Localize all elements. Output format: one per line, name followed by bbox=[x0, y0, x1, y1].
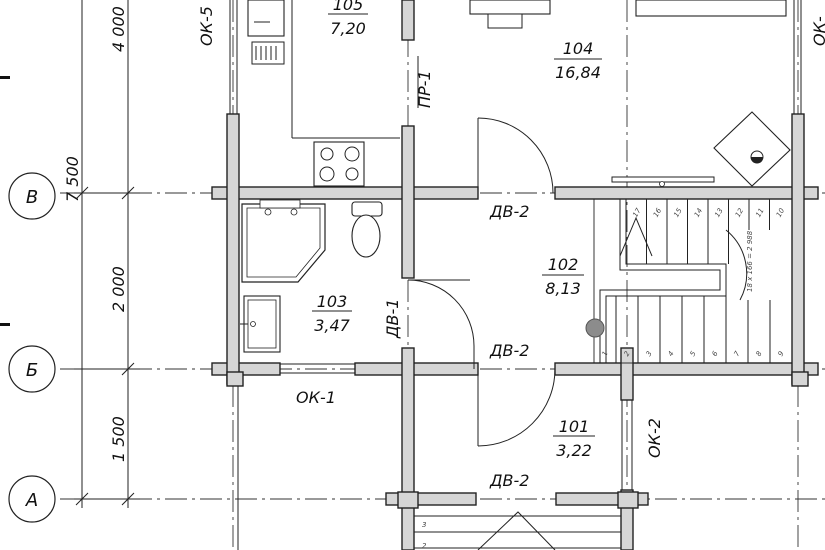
stair-step-number: 12 bbox=[734, 206, 746, 218]
stove-fireplace bbox=[713, 111, 791, 187]
stair-step-number: 10 bbox=[775, 206, 787, 218]
stair-step-number: 9 bbox=[777, 349, 786, 357]
axis-b-label: Б bbox=[26, 360, 38, 381]
stair-step-number: 13 bbox=[713, 207, 724, 219]
axis-bubble-v: В bbox=[8, 172, 56, 220]
stair-step-number: 17 bbox=[631, 206, 643, 218]
room-number: 102 bbox=[548, 255, 579, 274]
room-area: 16,84 bbox=[555, 63, 601, 82]
axis-a-label: А bbox=[25, 490, 38, 511]
dimension-lines bbox=[0, 0, 140, 508]
toilet bbox=[351, 201, 383, 258]
label-ok1: ОК-1 bbox=[296, 388, 336, 407]
kitchen-dish-drainer bbox=[251, 41, 285, 65]
room-102: 102 8,13 bbox=[542, 255, 584, 298]
room-area: 3,47 bbox=[314, 316, 350, 335]
porch-step-label: 2 bbox=[422, 542, 427, 550]
stair-post bbox=[585, 318, 605, 338]
room-101: 101 3,22 bbox=[553, 417, 595, 460]
axis-bubble-b: Б bbox=[8, 345, 56, 393]
sofa bbox=[635, 0, 787, 17]
stair-note: 18 x 166 = 2 988 bbox=[746, 230, 754, 292]
tv-console bbox=[611, 176, 715, 187]
dim-bottom-text: 1 500 bbox=[109, 416, 128, 462]
room-number: 104 bbox=[563, 39, 594, 58]
stair-step-number: 15 bbox=[672, 206, 684, 218]
stair-step-number: 16 bbox=[652, 206, 664, 218]
axis-v-label: В bbox=[26, 187, 38, 208]
shower-tray bbox=[241, 199, 326, 283]
stair-step-number: 7 bbox=[733, 349, 742, 357]
stair-step-number: 4 bbox=[667, 350, 676, 358]
stair-step-number: 2 bbox=[623, 349, 632, 357]
dim-middle-text: 2 000 bbox=[109, 266, 128, 312]
room-number: 105 bbox=[333, 0, 364, 14]
washbasin-103 bbox=[240, 295, 281, 353]
room-area: 3,22 bbox=[556, 441, 592, 460]
stair-step-number: 11 bbox=[754, 207, 765, 219]
stair-step-number: 5 bbox=[689, 349, 698, 357]
room-area: 8,13 bbox=[545, 279, 581, 298]
label-dv2-bottom: ДВ-2 bbox=[489, 471, 529, 490]
dim-total-text: 7 500 bbox=[63, 156, 82, 202]
label-ok-right: ОК- bbox=[810, 16, 825, 46]
stair-step-number: 14 bbox=[693, 207, 704, 219]
porch-step-label: 3 bbox=[422, 521, 426, 529]
kitchen-sink bbox=[247, 0, 285, 37]
window-lines bbox=[229, 0, 802, 550]
doors bbox=[407, 117, 556, 550]
label-dv2-top: ДВ-2 bbox=[489, 202, 529, 221]
room-area: 7,20 bbox=[330, 19, 366, 38]
label-dv2-mid: ДВ-2 bbox=[489, 341, 529, 360]
grid-lines bbox=[60, 0, 825, 550]
dining-table bbox=[469, 0, 551, 29]
walls bbox=[211, 0, 819, 550]
label-ok5: ОК-5 bbox=[197, 6, 216, 46]
porch-steps: 3 2 bbox=[422, 521, 427, 550]
room-number: 103 bbox=[317, 292, 348, 311]
stair-step-number: 3 bbox=[645, 350, 654, 358]
room-105: 105 7,20 bbox=[328, 0, 368, 38]
label-ok2: ОК-2 bbox=[645, 418, 664, 458]
dim-top-text: 4 000 bbox=[109, 6, 128, 52]
stair-step-number: 6 bbox=[711, 349, 720, 357]
stair-arrow bbox=[619, 216, 653, 257]
room-103: 103 3,47 bbox=[312, 292, 352, 335]
cooktop bbox=[313, 141, 365, 187]
stair-step-number: 8 bbox=[755, 349, 764, 357]
stair-step-number: 1 bbox=[601, 350, 610, 358]
label-dv1: ДВ-1 bbox=[383, 299, 402, 339]
axis-bubble-a: А bbox=[8, 475, 56, 523]
room-104: 104 16,84 bbox=[554, 39, 602, 82]
label-pr1: ПР-1 bbox=[415, 70, 434, 108]
room-number: 101 bbox=[559, 417, 590, 436]
